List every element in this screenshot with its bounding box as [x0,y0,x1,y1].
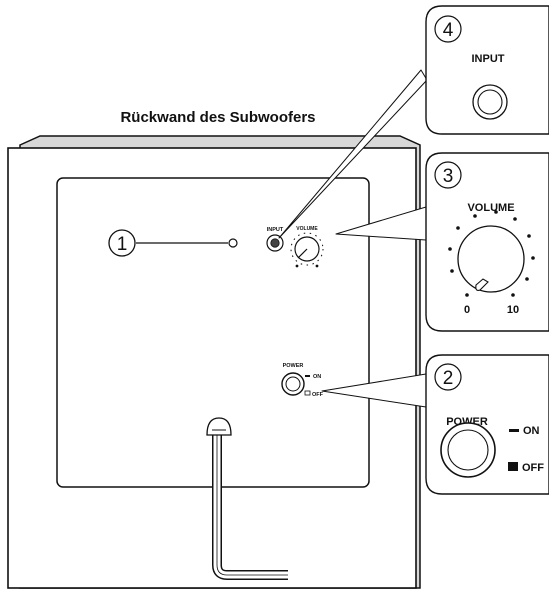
callout-3-label: VOLUME [467,202,514,214]
volume-dot [448,247,452,251]
callout-1-number: 1 [117,234,128,255]
power-on-symbol [509,429,519,432]
callout-1-circle [108,229,136,257]
volume-max-label: 10 [507,304,519,316]
volume-dot [494,210,498,214]
panel-power-off: OFF [312,392,324,398]
cable-grommet [206,417,232,436]
callout-2-circle [434,363,462,391]
input-jack-inner [477,89,503,115]
panel-input-label: INPUT [267,227,284,233]
power-cable-center [216,433,288,576]
volume-scale-dots [448,210,535,297]
volume-dot [473,214,477,218]
panel-volume-dot-max [315,264,319,268]
indicator-led [228,238,238,248]
volume-pointer [475,278,489,291]
volume-dot [531,256,535,260]
power-switch-inner [447,429,489,471]
panel-power-switch-inner [285,376,301,392]
volume-dot [513,217,517,221]
callout-3-number: 3 [443,166,454,187]
callout-3-box: 3 VOLUME 0 10 [425,152,549,332]
power-off-label: OFF [522,462,544,474]
panel-power-label: POWER [283,363,304,369]
volume-dot [456,226,460,230]
panel-input: INPUT [266,227,284,252]
callout-2-number: 2 [443,368,454,389]
panel-volume-pointer [297,248,308,259]
panel-input-jack-core [270,238,280,248]
volume-dot [525,277,529,281]
volume-dot [450,269,454,273]
power-cable [206,417,288,580]
panel-volume: VOLUME [290,226,324,268]
callout-2-box: 2 POWER ON OFF [425,354,549,495]
volume-dot [511,293,515,297]
callout-4-circle [434,15,462,43]
diagram-title: Rückwand des Subwoofers [120,109,315,126]
callout-3-circle [434,161,462,189]
power-on-label: ON [523,425,540,437]
callout-4-label: INPUT [472,53,505,65]
panel-power: POWER ON OFF [281,363,324,398]
callout-1: 1 [108,229,238,257]
panel-volume-label: VOLUME [296,226,318,232]
volume-dot [527,234,531,238]
panel-volume-scale [290,232,324,266]
volume-dot [465,293,469,297]
callout-4-number: 4 [443,20,454,41]
panel-power-on: ON [313,374,321,380]
panel-volume-dot-min [295,264,299,268]
leader-input [278,69,428,239]
panel-power-on-symbol [305,375,310,377]
panel-power-off-symbol [304,390,311,396]
volume-knob [457,225,525,293]
callout-4-box: 4 INPUT [425,5,549,135]
power-off-symbol [508,462,518,471]
volume-min-label: 0 [464,304,470,316]
